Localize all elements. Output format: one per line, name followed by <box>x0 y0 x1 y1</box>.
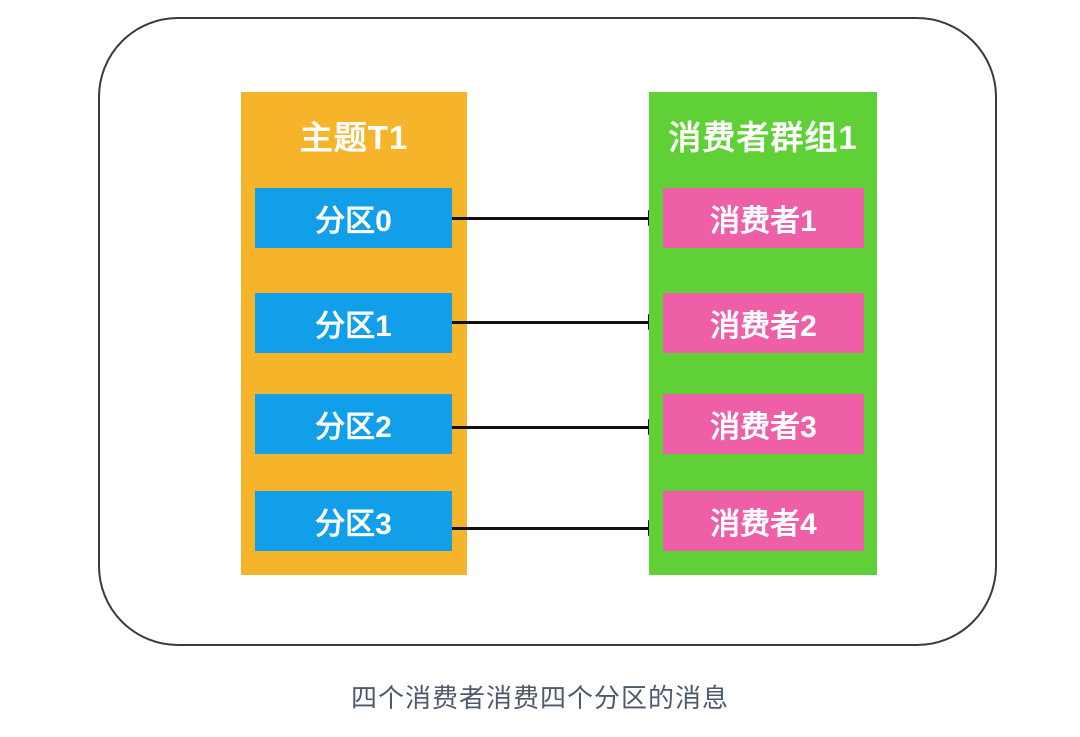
consumer-group-title: 消费者群组1 <box>668 119 858 156</box>
partition-box-3: 分区3 <box>255 491 452 551</box>
partition-box-1: 分区1 <box>255 293 452 353</box>
topic-title: 主题T1 <box>299 119 409 156</box>
consumer-box-4: 消费者4 <box>663 491 864 551</box>
arrow-partition0-to-consumer1 <box>452 210 665 226</box>
consumer-group-column: 消费者群组1 消费者1 消费者2 消费者3 消费者4 <box>649 92 877 575</box>
arrow-partition2-to-consumer3 <box>452 419 665 435</box>
topic-column: 主题T1 分区0 分区1 分区2 分区3 <box>241 92 467 575</box>
diagram-caption: 四个消费者消费四个分区的消息 <box>350 683 729 713</box>
consumer-box-2: 消费者2 <box>663 293 864 353</box>
partition-box-2: 分区2 <box>255 394 452 454</box>
consumer-box-1: 消费者1 <box>663 188 864 248</box>
consumer-box-3: 消费者3 <box>663 394 864 454</box>
arrow-partition3-to-consumer4 <box>452 520 665 536</box>
arrow-partition1-to-consumer2 <box>452 314 665 330</box>
partition-box-0: 分区0 <box>255 188 452 248</box>
